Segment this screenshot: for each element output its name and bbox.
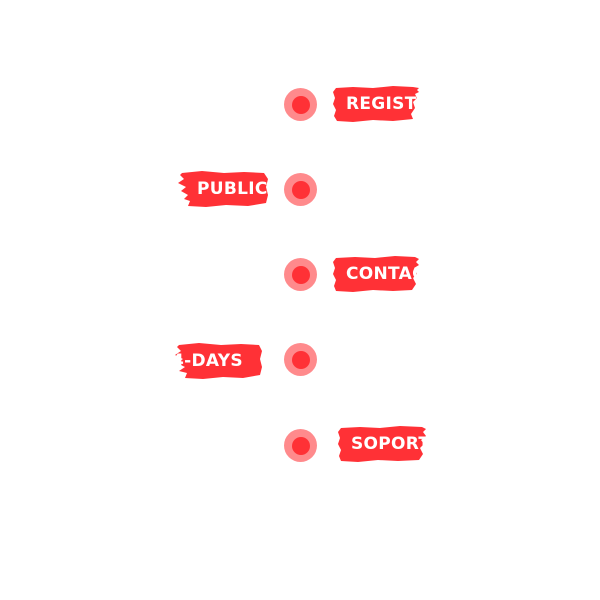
timeline-step-publicacion: PUBLICACIÓN: [0, 170, 600, 210]
timeline-dot-icon[interactable]: [284, 343, 317, 376]
step-label-registro[interactable]: REGISTRO: [333, 86, 419, 122]
timeline-dot-icon[interactable]: [284, 173, 317, 206]
step-label-4-days[interactable]: 4-DAYS: [175, 343, 262, 379]
step-label-contacto[interactable]: CONTACTO: [333, 256, 419, 292]
timeline-step-registro: REGISTRO: [0, 85, 600, 125]
brush-stroke-icon: [333, 256, 419, 292]
brush-stroke-icon: [178, 171, 268, 207]
timeline-dot-core: [291, 265, 310, 284]
timeline-step-soporte: SOPORTE: [0, 425, 600, 465]
step-label-text: SOPORTE: [351, 434, 426, 454]
step-label-publicacion[interactable]: PUBLICACIÓN: [178, 171, 268, 207]
step-label-text: CONTACTO: [346, 264, 419, 284]
timeline-dot-core: [291, 436, 310, 455]
timeline-dot-core: [291, 95, 310, 114]
brush-stroke-icon: [338, 426, 426, 462]
timeline-dot-icon[interactable]: [284, 258, 317, 291]
timeline-step-contacto: CONTACTO: [0, 255, 600, 295]
step-label-text: PUBLICACIÓN: [197, 179, 268, 199]
timeline-dot-core: [291, 180, 310, 199]
timeline-dot-icon[interactable]: [284, 88, 317, 121]
timeline-dot-icon[interactable]: [284, 429, 317, 462]
step-label-text: 4-DAYS: [175, 351, 243, 371]
step-label-text: REGISTRO: [346, 94, 419, 114]
brush-stroke-icon: [333, 86, 419, 122]
brush-stroke-icon: [175, 343, 262, 379]
timeline-dot-core: [291, 350, 310, 369]
step-label-soporte[interactable]: SOPORTE: [338, 426, 426, 462]
timeline-step-4-days: 4-DAYS: [0, 342, 600, 382]
